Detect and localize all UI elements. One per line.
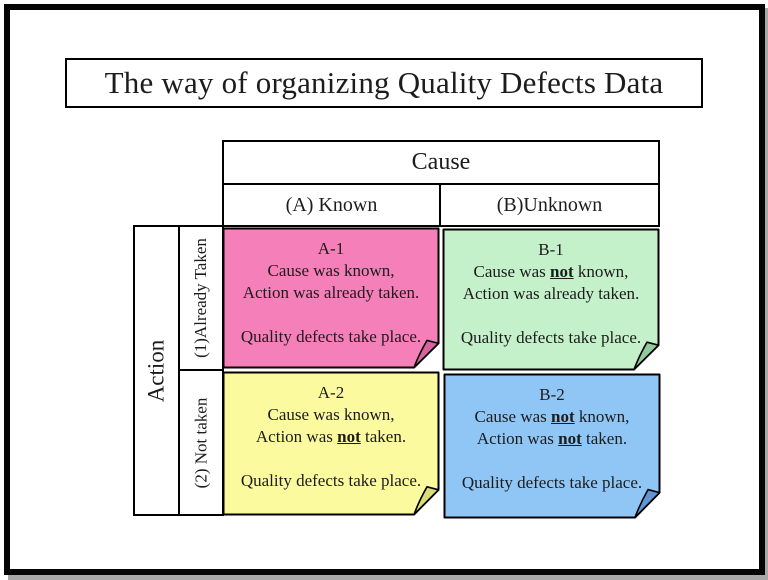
page-title: The way of organizing Quality Defects Da… bbox=[104, 65, 664, 100]
folded-note-b2-svg bbox=[443, 373, 661, 519]
row-header-already-taken-label: (1)Already Taken bbox=[191, 238, 210, 358]
cell-text-line: Action was already taken. bbox=[462, 284, 640, 303]
cell-text-line: B-2 bbox=[539, 385, 565, 404]
cell-text-line: Quality defects take place. bbox=[460, 328, 642, 347]
cell-text-line: Quality defects take place. bbox=[240, 327, 422, 346]
cause-header-label: Cause bbox=[411, 149, 471, 175]
action-header-label: Action bbox=[143, 339, 169, 402]
note-fold-corner bbox=[413, 339, 440, 369]
cell-text-line: Action was not taken. bbox=[476, 429, 628, 448]
cell-text-line: Action was already taken. bbox=[242, 283, 420, 302]
cell-text-line: B-1 bbox=[538, 240, 564, 259]
row-header-not-taken: (2) Not taken bbox=[178, 369, 224, 516]
cell-text-line bbox=[443, 450, 661, 472]
col-header-known: (A) Known bbox=[222, 183, 441, 227]
cell-text-line bbox=[222, 304, 440, 326]
cell-text-line: Cause was not known, bbox=[474, 407, 630, 426]
cell-text-line bbox=[222, 448, 440, 470]
cell-text-line: Cause was known, bbox=[267, 405, 395, 424]
title-box: The way of organizing Quality Defects Da… bbox=[65, 58, 703, 108]
note-fold-corner bbox=[633, 341, 660, 371]
action-header-cell: Action bbox=[133, 225, 180, 516]
cause-header-cell: Cause bbox=[222, 140, 660, 185]
cell-text-line bbox=[442, 305, 660, 327]
cell-text-line: A-2 bbox=[317, 383, 345, 402]
cell-text-line: Cause was known, bbox=[267, 261, 395, 280]
note-fold-corner bbox=[413, 485, 440, 516]
cell-text-line: Quality defects take place. bbox=[461, 473, 643, 492]
window-shadow-right bbox=[765, 8, 768, 580]
folded-note-b1-svg bbox=[442, 228, 660, 371]
col-header-unknown: (B)Unknown bbox=[439, 183, 660, 227]
cell-text-line: A-1 bbox=[317, 239, 345, 258]
col-header-unknown-label: (B)Unknown bbox=[496, 193, 603, 216]
row-header-already-taken: (1)Already Taken bbox=[178, 225, 224, 371]
folded-note-a2-svg bbox=[222, 371, 440, 516]
outer-frame bbox=[4, 4, 765, 575]
cell-text-line: Action was not taken. bbox=[255, 427, 407, 446]
row-header-not-taken-label: (2) Not taken bbox=[191, 397, 211, 488]
note-fold-corner bbox=[634, 488, 661, 519]
col-header-known-label: (A) Known bbox=[285, 193, 378, 216]
cell-text-line: Quality defects take place. bbox=[240, 471, 422, 490]
window-shadow-bottom bbox=[8, 575, 768, 580]
folded-note-a1-svg bbox=[222, 227, 440, 369]
cell-text-line: Cause was not known, bbox=[473, 262, 629, 281]
